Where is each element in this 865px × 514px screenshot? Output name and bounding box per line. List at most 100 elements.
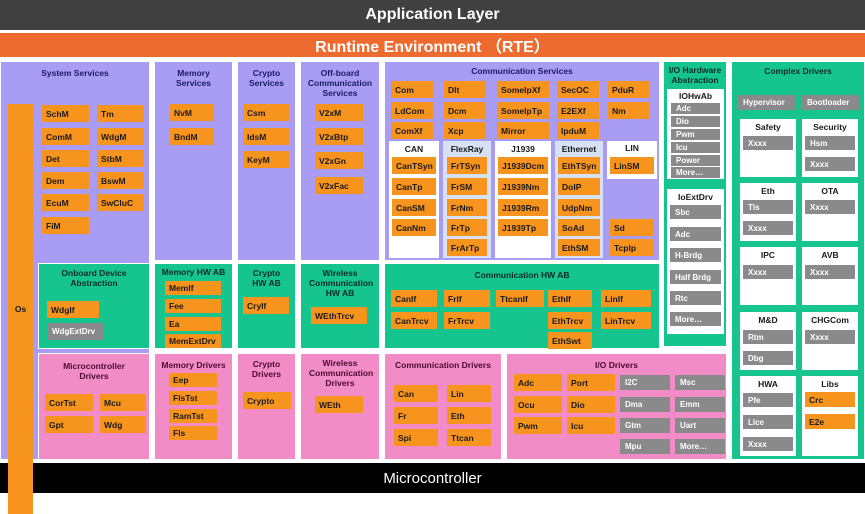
os-box: Os <box>8 104 33 514</box>
module-wdg: Wdg <box>100 416 146 433</box>
iohwab-group: IOHwAb Adc Dio Pwm Icu Power More… <box>667 89 724 179</box>
module-ethsm: EthSM <box>558 239 600 256</box>
ioextdrv-rtc: Rtc <box>670 291 721 305</box>
module-frtrcv: FrTrcv <box>444 312 490 329</box>
iohwab-more: More… <box>671 167 720 178</box>
module-uart: Uart <box>675 418 725 433</box>
flexray-group: FlexRay FrTSyn FrSM FrNm FrTp FrArTp <box>443 141 491 258</box>
module-dma: Dma <box>620 397 670 412</box>
memory-drivers-panel: Memory Drivers Eep FlsTst RamTst Fls <box>154 353 233 460</box>
ethernet-group: Ethernet EthTSyn DoIP UdpNm SoAd EthSM <box>555 141 603 258</box>
module-ldcom: LdCom <box>391 102 433 119</box>
module-frif: FrIf <box>444 290 490 307</box>
module-j1939nm: J1939Nm <box>498 178 548 195</box>
module-linsm: LinSM <box>610 157 654 174</box>
chgcom-title: CHGCom <box>811 315 849 325</box>
application-layer-bar: Application Layer <box>0 0 865 30</box>
iohwab-pwm: Pwm <box>671 129 720 140</box>
module-someiptp: SomeIpTp <box>497 102 549 119</box>
module-cansm: CanSM <box>392 199 436 216</box>
system-services-title: System Services <box>41 68 109 78</box>
module-frnm: FrNm <box>447 199 487 216</box>
module-fls: Fls <box>169 426 217 440</box>
communication-hw-ab-panel: Communication HW AB CanIf FrIf TtcanIf E… <box>384 263 660 349</box>
module-comxf: ComXf <box>391 122 433 139</box>
module-comm: ComM <box>42 128 89 145</box>
ioextdrv-hbrdg: H-Brdg <box>670 248 721 262</box>
module-ethswt: EthSwt <box>548 332 592 349</box>
module-dem: Dem <box>42 172 89 189</box>
module-fr: Fr <box>394 407 438 424</box>
module-gtm: Gtm <box>620 418 670 433</box>
module-v2xm: V2xM <box>315 104 363 121</box>
module-wethtrcv: WEthTrcv <box>311 307 367 324</box>
offboard-title: Off-board Communication Services <box>307 68 373 98</box>
eth-tls: Tls <box>743 200 793 214</box>
libs-crc: Crc <box>805 392 855 407</box>
iohwab-adc: Adc <box>671 103 720 114</box>
wireless-hw-title: Wireless Communication HW AB <box>309 268 374 298</box>
complex-drivers-title: Complex Drivers <box>764 66 832 76</box>
module-xcp: Xcp <box>444 122 486 139</box>
module-ocu: Ocu <box>514 396 562 413</box>
iohwab-power: Power <box>671 155 720 166</box>
crypto-hw-title: Crypto HW AB <box>252 268 281 288</box>
security-group: Security Hsm Xxxx <box>802 119 858 177</box>
module-frtp: FrTp <box>447 219 487 236</box>
ipc-title: IPC <box>760 250 776 260</box>
communication-drivers-title: Communication Drivers <box>395 360 491 370</box>
security-title: Security <box>813 122 847 132</box>
wireless-drivers-panel: Wireless Communication Drivers WEth <box>300 353 380 460</box>
module-j1939dcm: J1939Dcm <box>498 157 548 174</box>
hwa-pfe: Pfe <box>743 393 793 407</box>
avb-item: Xxxx <box>805 265 855 279</box>
module-nm: Nm <box>608 102 650 119</box>
onboard-title: Onboard Device Abstraction <box>61 268 127 288</box>
module-e2exf: E2EXf <box>557 102 599 119</box>
flexray-title: FlexRay <box>450 144 484 154</box>
module-ethif: EthIf <box>548 290 592 307</box>
module-eep: Eep <box>169 373 217 387</box>
module-secoc: SecOC <box>557 81 599 98</box>
communication-hw-title: Communication HW AB <box>474 270 570 280</box>
module-msc: Msc <box>675 375 725 390</box>
j1939-title: J1939 <box>511 144 535 154</box>
module-doip: DoIP <box>558 178 600 195</box>
module-ipdum: IpduM <box>557 122 599 139</box>
chgcom-item: Xxxx <box>805 330 855 344</box>
microcontroller-drivers-panel: Microcontroller Drivers CorTst Mcu Gpt W… <box>38 353 150 460</box>
module-flstst: FlsTst <box>169 391 217 405</box>
can-group: CAN CanTSyn CanTp CanSM CanNm <box>389 141 439 258</box>
md-title: M&D <box>758 315 778 325</box>
module-schm: SchM <box>42 105 89 122</box>
ioextdrv-sbc: Sbc <box>670 205 721 219</box>
communication-services-panel: Communication Services Com Dlt SomeIpXf … <box>384 61 660 261</box>
module-mcu: Mcu <box>100 394 146 411</box>
crypto-services-panel: Crypto Services Csm IdsM KeyM <box>237 61 296 261</box>
module-det: Det <box>42 150 89 167</box>
offboard-comm-services-panel: Off-board Communication Services V2xM V2… <box>300 61 380 261</box>
crypto-hw-ab-panel: Crypto HW AB CryIf <box>237 263 296 349</box>
bootloader-box: Bootloader <box>802 95 860 110</box>
module-port: Port <box>567 374 615 391</box>
ioextdrv-group: IoExtDrv Sbc Adc H-Brdg Half Brdg Rtc Mo… <box>667 189 724 334</box>
module-pwm: Pwm <box>514 417 562 434</box>
eth-title: Eth <box>761 186 775 196</box>
module-wdgif: WdgIf <box>47 301 99 318</box>
lin-group: LIN LinSM <box>607 141 657 179</box>
module-i2c: I2C <box>620 375 670 390</box>
safety-title: Safety <box>755 122 781 132</box>
module-ea: Ea <box>165 317 221 331</box>
system-services-panel: System Services Os SchM Tm ComM WdgM Det… <box>0 61 150 514</box>
module-j1939tp: J1939Tp <box>498 219 548 236</box>
crypto-drivers-panel: Crypto Drivers Crypto <box>237 353 296 460</box>
module-com: Com <box>391 81 433 98</box>
module-sd: Sd <box>610 219 654 236</box>
security-hsm: Hsm <box>805 136 855 150</box>
hwa-llce: Llce <box>743 415 793 429</box>
module-bswm: BswM <box>97 172 144 189</box>
communication-services-title: Communication Services <box>471 66 573 76</box>
module-cantp: CanTp <box>392 178 436 195</box>
module-udpnm: UdpNm <box>558 199 600 216</box>
eth-item: Xxxx <box>743 221 793 235</box>
